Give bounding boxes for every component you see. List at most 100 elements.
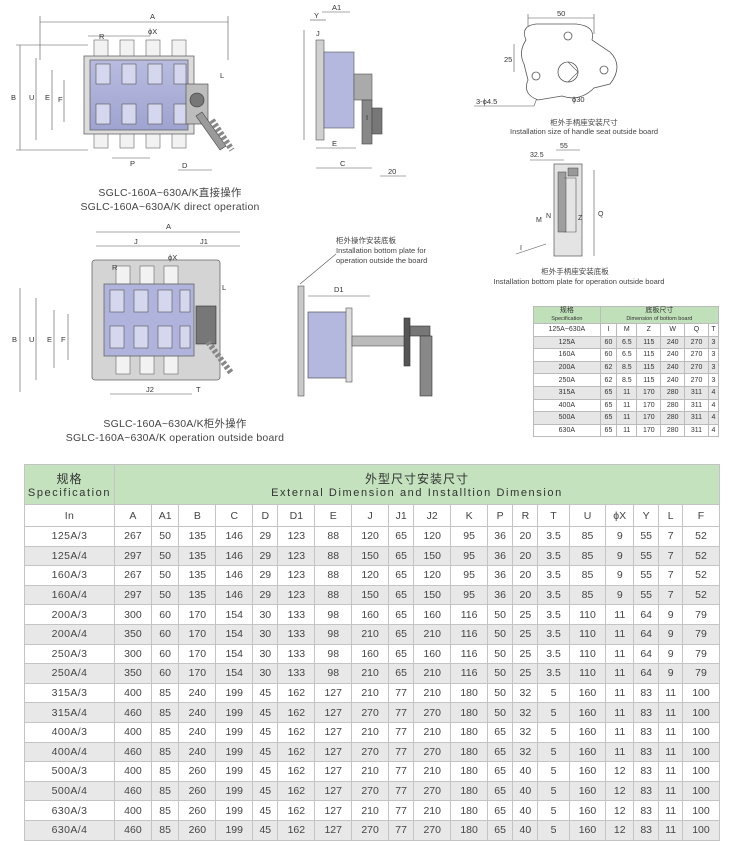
table-cell: 460 bbox=[114, 702, 152, 723]
row-spec-cell: 200A/4 bbox=[24, 623, 115, 645]
table-cell: 11 bbox=[658, 819, 683, 841]
small-spec-cn: 规格 bbox=[559, 307, 574, 314]
table-cell: 45 bbox=[252, 682, 279, 704]
table-cell: 199 bbox=[215, 780, 254, 802]
table-cell: 3.5 bbox=[537, 565, 570, 586]
table-cell: 85 bbox=[150, 702, 180, 723]
table-cell: 11 bbox=[605, 682, 635, 704]
small-table-cell: 270 bbox=[684, 360, 709, 375]
table-cell: 127 bbox=[314, 780, 353, 802]
main-col-header: R bbox=[512, 504, 539, 527]
table-cell: 260 bbox=[178, 819, 217, 841]
table-cell: 5 bbox=[537, 819, 570, 841]
table-cell: 110 bbox=[568, 623, 607, 645]
table-cell: 65 bbox=[388, 584, 415, 606]
small-table-cell: 62 bbox=[599, 360, 618, 375]
table-cell: 60 bbox=[150, 643, 180, 665]
table-cell: 12 bbox=[605, 819, 635, 841]
table-cell: 40 bbox=[512, 800, 539, 821]
dim-label-p: P bbox=[130, 159, 135, 168]
table-cell: 85 bbox=[568, 565, 607, 586]
table-cell: 60 bbox=[150, 663, 180, 684]
table-cell: 79 bbox=[681, 663, 721, 684]
table-cell: 20 bbox=[512, 545, 539, 567]
table-cell: 154 bbox=[215, 663, 254, 684]
table-cell: 199 bbox=[215, 819, 254, 841]
table-cell: 3.5 bbox=[537, 663, 570, 684]
table-cell: 77 bbox=[388, 819, 415, 841]
table-cell: 29 bbox=[252, 526, 279, 547]
table-cell: 135 bbox=[178, 565, 217, 586]
row-spec-cell: 315A/4 bbox=[24, 702, 115, 723]
main-col-header: A1 bbox=[150, 504, 180, 527]
table-cell: 12 bbox=[605, 800, 635, 821]
table-cell: 199 bbox=[215, 800, 254, 821]
small-table-cell: 240 bbox=[660, 348, 686, 362]
table-cell: 210 bbox=[351, 761, 390, 782]
dim-label-e-out: E bbox=[47, 335, 52, 344]
table-cell: 160 bbox=[568, 702, 607, 723]
table-cell: 210 bbox=[351, 800, 390, 821]
table-cell: 123 bbox=[277, 526, 316, 547]
table-cell: 50 bbox=[487, 604, 514, 625]
small-table-cell: 65 bbox=[599, 411, 618, 425]
small-table-cell: 65 bbox=[599, 385, 618, 400]
main-col-in: In bbox=[24, 504, 115, 527]
dim-label-a: A bbox=[150, 12, 155, 21]
table-cell: 9 bbox=[658, 643, 683, 665]
table-cell: 170 bbox=[178, 663, 217, 684]
table-cell: 210 bbox=[413, 663, 452, 684]
table-cell: 45 bbox=[252, 761, 279, 782]
table-cell: 127 bbox=[314, 819, 353, 841]
table-cell: 60 bbox=[150, 604, 180, 625]
main-title-header: 外型尺寸安装尺寸 External Dimension and Installt… bbox=[114, 464, 720, 505]
table-cell: 120 bbox=[413, 526, 452, 547]
table-cell: 3.5 bbox=[537, 604, 570, 625]
dim-label-j1: J1 bbox=[200, 237, 208, 246]
table-cell: 52 bbox=[681, 565, 721, 586]
small-table-cell: 11 bbox=[616, 398, 638, 413]
table-cell: 32 bbox=[512, 702, 539, 723]
small-table-cell: 270 bbox=[684, 373, 709, 387]
direct-front-drawing: A R ϕX B U E F L P D bbox=[11, 12, 235, 171]
table-cell: 180 bbox=[450, 702, 489, 723]
dim-label-e: E bbox=[45, 93, 50, 102]
table-cell: 20 bbox=[512, 565, 539, 586]
table-cell: 65 bbox=[487, 761, 514, 782]
table-cell: 9 bbox=[605, 545, 635, 567]
table-cell: 64 bbox=[633, 623, 660, 645]
table-cell: 65 bbox=[388, 565, 415, 586]
small-table-cell: 60 bbox=[599, 335, 618, 350]
table-cell: 400 bbox=[114, 721, 152, 743]
table-cell: 30 bbox=[252, 604, 279, 625]
table-cell: 20 bbox=[512, 526, 539, 547]
dim-label-i: I bbox=[366, 113, 368, 122]
table-cell: 100 bbox=[681, 741, 721, 763]
table-cell: 146 bbox=[215, 584, 254, 606]
main-spec-header: 规格 Specification bbox=[24, 464, 115, 505]
dim-label-c: C bbox=[340, 159, 346, 168]
table-cell: 55 bbox=[633, 565, 660, 586]
table-cell: 210 bbox=[413, 761, 452, 782]
small-table-cell: 315A bbox=[533, 385, 601, 400]
table-cell: 260 bbox=[178, 800, 217, 821]
main-col-header: ϕX bbox=[605, 504, 635, 527]
small-col-header: Z bbox=[636, 323, 662, 337]
small-table-cell: 115 bbox=[636, 348, 662, 362]
main-col-header: D1 bbox=[277, 504, 316, 527]
table-cell: 60 bbox=[150, 623, 180, 645]
table-cell: 160 bbox=[413, 643, 452, 665]
small-table-cell: 240 bbox=[660, 335, 686, 350]
small-col-header: T bbox=[707, 323, 720, 337]
table-cell: 98 bbox=[314, 663, 353, 684]
small-table-cell: 125A bbox=[533, 335, 601, 350]
table-cell: 267 bbox=[114, 565, 152, 586]
table-cell: 180 bbox=[450, 819, 489, 841]
table-cell: 7 bbox=[658, 584, 683, 606]
table-cell: 36 bbox=[487, 526, 514, 547]
